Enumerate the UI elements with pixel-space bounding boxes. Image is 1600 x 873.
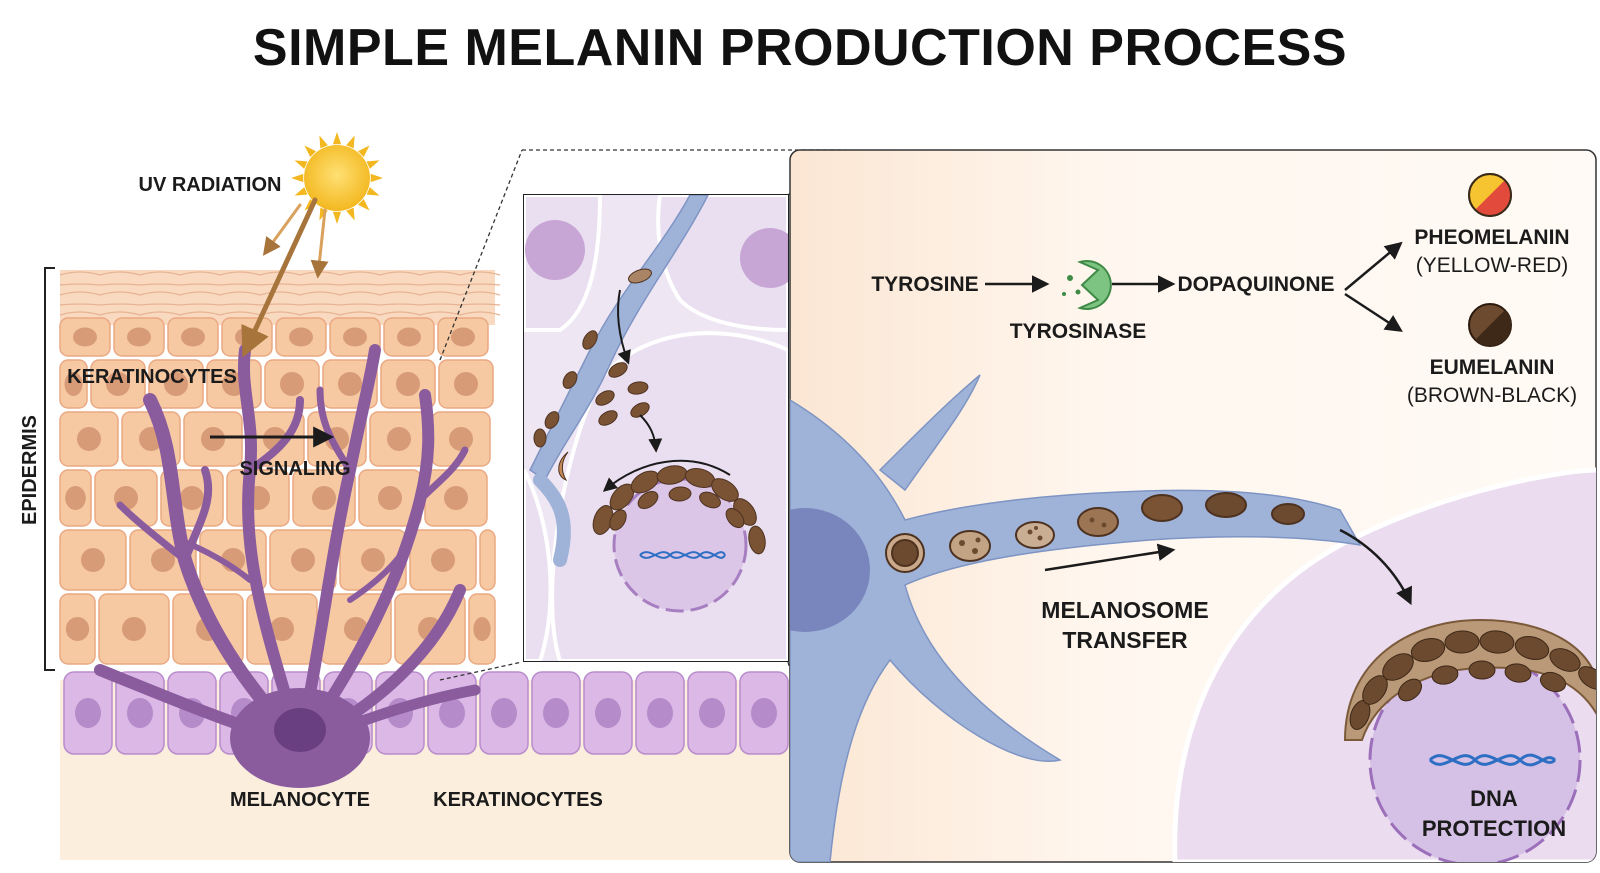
process-panel: TYROSINE TYROSINASE DOPAQUINONE PHEOMELA… xyxy=(789,149,1597,863)
transfer-arrow xyxy=(1044,543,1176,572)
dna-icon xyxy=(1428,753,1557,767)
skin-cross-section: EPIDERMIS UV RADIATION KERATINOCYTES SIG… xyxy=(19,132,790,860)
melanosome-transfer-label-2: TRANSFER xyxy=(1062,627,1188,653)
zoom-inset-cells xyxy=(523,194,789,662)
eumelanin-arrow xyxy=(1344,292,1403,332)
uv-rays xyxy=(241,197,329,358)
dopaquinone-label: DOPAQUINONE xyxy=(1177,273,1334,296)
keratinocytes-top-label: KERATINOCYTES xyxy=(67,366,237,388)
stratum-corneum xyxy=(59,270,501,325)
melanocyte-label: MELANOCYTE xyxy=(230,789,370,811)
keratinocytes-bottom-label: KERATINOCYTES xyxy=(433,789,603,811)
uv-radiation-label: UV RADIATION xyxy=(139,174,282,196)
melanosome-transfer-label-1: MELANOSOME xyxy=(1041,597,1208,623)
dna-icon-small xyxy=(639,551,726,559)
epidermis-bracket xyxy=(44,267,55,671)
eumelanin-swatch-icon xyxy=(1468,303,1512,347)
signaling-label: SIGNALING xyxy=(239,458,350,480)
pheomelanin-color-label: (YELLOW-RED) xyxy=(1416,254,1568,277)
eumelanin-label: EUMELANIN xyxy=(1430,356,1555,379)
eumelanin-color-label: (BROWN-BLACK) xyxy=(1407,384,1577,407)
pheomelanin-arrow xyxy=(1344,241,1403,291)
tyrosinase-enzyme-icon xyxy=(1062,260,1112,310)
dna-protection-label-2: PROTECTION xyxy=(1422,816,1566,841)
sun-icon xyxy=(291,132,383,224)
epidermis-label: EPIDERMIS xyxy=(19,415,41,525)
keratinocyte-layer xyxy=(59,317,496,665)
pheomelanin-label: PHEOMELANIN xyxy=(1414,226,1569,249)
diagram-title: SIMPLE MELANIN PRODUCTION PROCESS xyxy=(252,19,1348,77)
melanocyte-nucleus xyxy=(274,708,326,752)
pheomelanin-swatch-icon xyxy=(1468,173,1512,217)
dna-protection-label-1: DNA xyxy=(1470,786,1518,811)
tyrosine-label: TYROSINE xyxy=(871,273,978,296)
to-nucleus-arrow xyxy=(1339,528,1412,606)
keratinocyte-cell xyxy=(479,529,496,591)
melanocyte-cell xyxy=(94,344,481,788)
tyrosinase-label: TYROSINASE xyxy=(1010,320,1147,343)
